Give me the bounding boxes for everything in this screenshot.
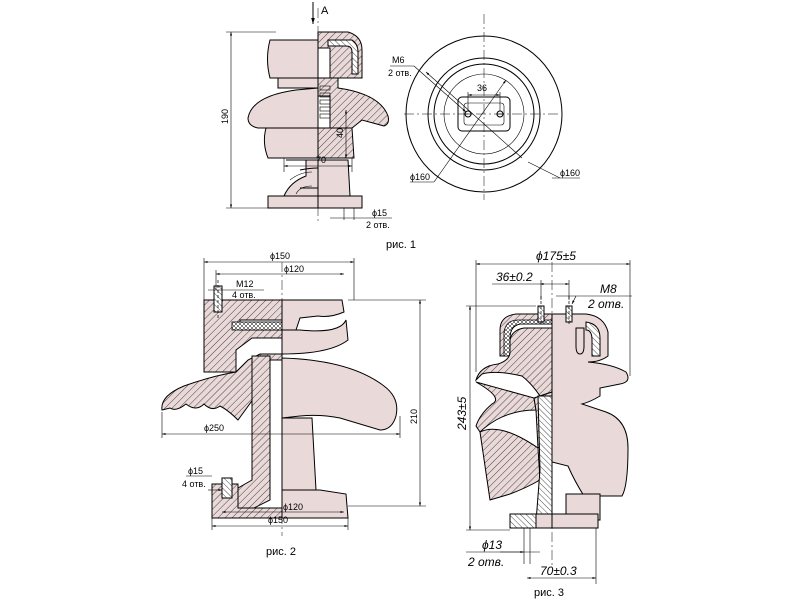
view-label-a: A: [321, 5, 329, 17]
fig1-thread: М6: [392, 55, 405, 65]
fig3-dim-70: 70±0.3: [540, 564, 577, 578]
fig1-dia-right: ϕ160: [560, 168, 580, 178]
fig2-dia-top: ϕ150: [270, 251, 290, 261]
fig2-dia-inner-top: ϕ120: [284, 264, 304, 274]
fig2-dim-height: 210: [409, 409, 419, 424]
fig3-dim-36: 36±0.2: [496, 270, 533, 284]
fig3-dim-height: 243±5: [455, 396, 469, 431]
fig3-caption: рис. 3: [534, 587, 564, 599]
fig1-side-view: A 190: [220, 2, 416, 251]
fig3-hole-dia: ϕ13: [482, 538, 502, 552]
fig1-dim-36: 36: [477, 83, 487, 93]
fig2-thread-count: 4 отв.: [232, 290, 256, 300]
fig2-hole-dia: ϕ15: [188, 466, 203, 476]
fig2-dia-bottom: ϕ150: [268, 515, 288, 525]
fig3-dia-top: ϕ175±5: [536, 249, 576, 263]
fig1-dim-40: 40: [335, 128, 345, 138]
fig3-view: ϕ175±5 36±0.2 М8 2 отв. 243±5 ϕ13 2 отв.…: [455, 249, 632, 599]
fig3-hole-count: 2 отв.: [467, 555, 504, 569]
fig1-top-view: 36 М6 2 отв. ϕ160 ϕ160: [388, 14, 580, 200]
fig1-caption: рис. 1: [386, 239, 416, 251]
fig1-dia-left: ϕ160: [410, 172, 430, 182]
fig3-thread: М8: [600, 282, 617, 296]
fig1-hole-count: 2 отв.: [366, 220, 390, 230]
fig2-dia-inner-bottom: ϕ120: [283, 502, 303, 512]
fig1-dim-height: 190: [220, 109, 230, 124]
fig1-hole-dia: ϕ15: [372, 208, 387, 218]
fig1-dim-70: 70: [316, 155, 326, 165]
fig3-thread-count: 2 отв.: [587, 297, 624, 311]
fig2-hole-count: 4 отв.: [182, 479, 206, 489]
fig2-view: ϕ150 ϕ120 М12 4 отв. ϕ250 210 ϕ15 4 отв.…: [161, 251, 426, 558]
fig1-thread-count: 2 отв.: [388, 68, 412, 78]
fig2-dia-shed: ϕ250: [204, 423, 224, 433]
fig2-caption: рис. 2: [266, 546, 296, 558]
fig2-thread: М12: [236, 279, 254, 289]
